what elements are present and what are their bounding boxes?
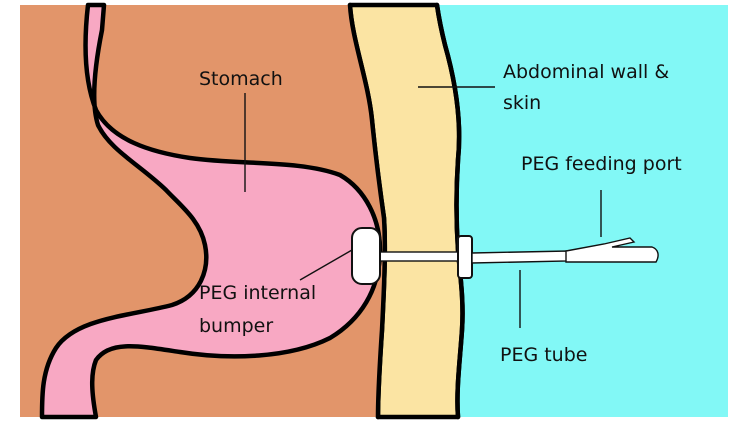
label-tube: PEG tube — [500, 344, 587, 366]
external-tube — [472, 251, 568, 263]
label-wall-line2: skin — [503, 92, 541, 114]
label-feeding-port: PEG feeding port — [521, 153, 682, 175]
label-stomach: Stomach — [199, 68, 283, 90]
label-wall-line1: Abdominal wall & — [503, 61, 669, 83]
label-bumper-line2: bumper — [199, 315, 273, 337]
label-bumper-line1: PEG internal — [199, 282, 316, 304]
tube-through-wall — [372, 252, 464, 261]
external-bolster — [458, 236, 472, 278]
internal-bumper — [352, 228, 380, 284]
